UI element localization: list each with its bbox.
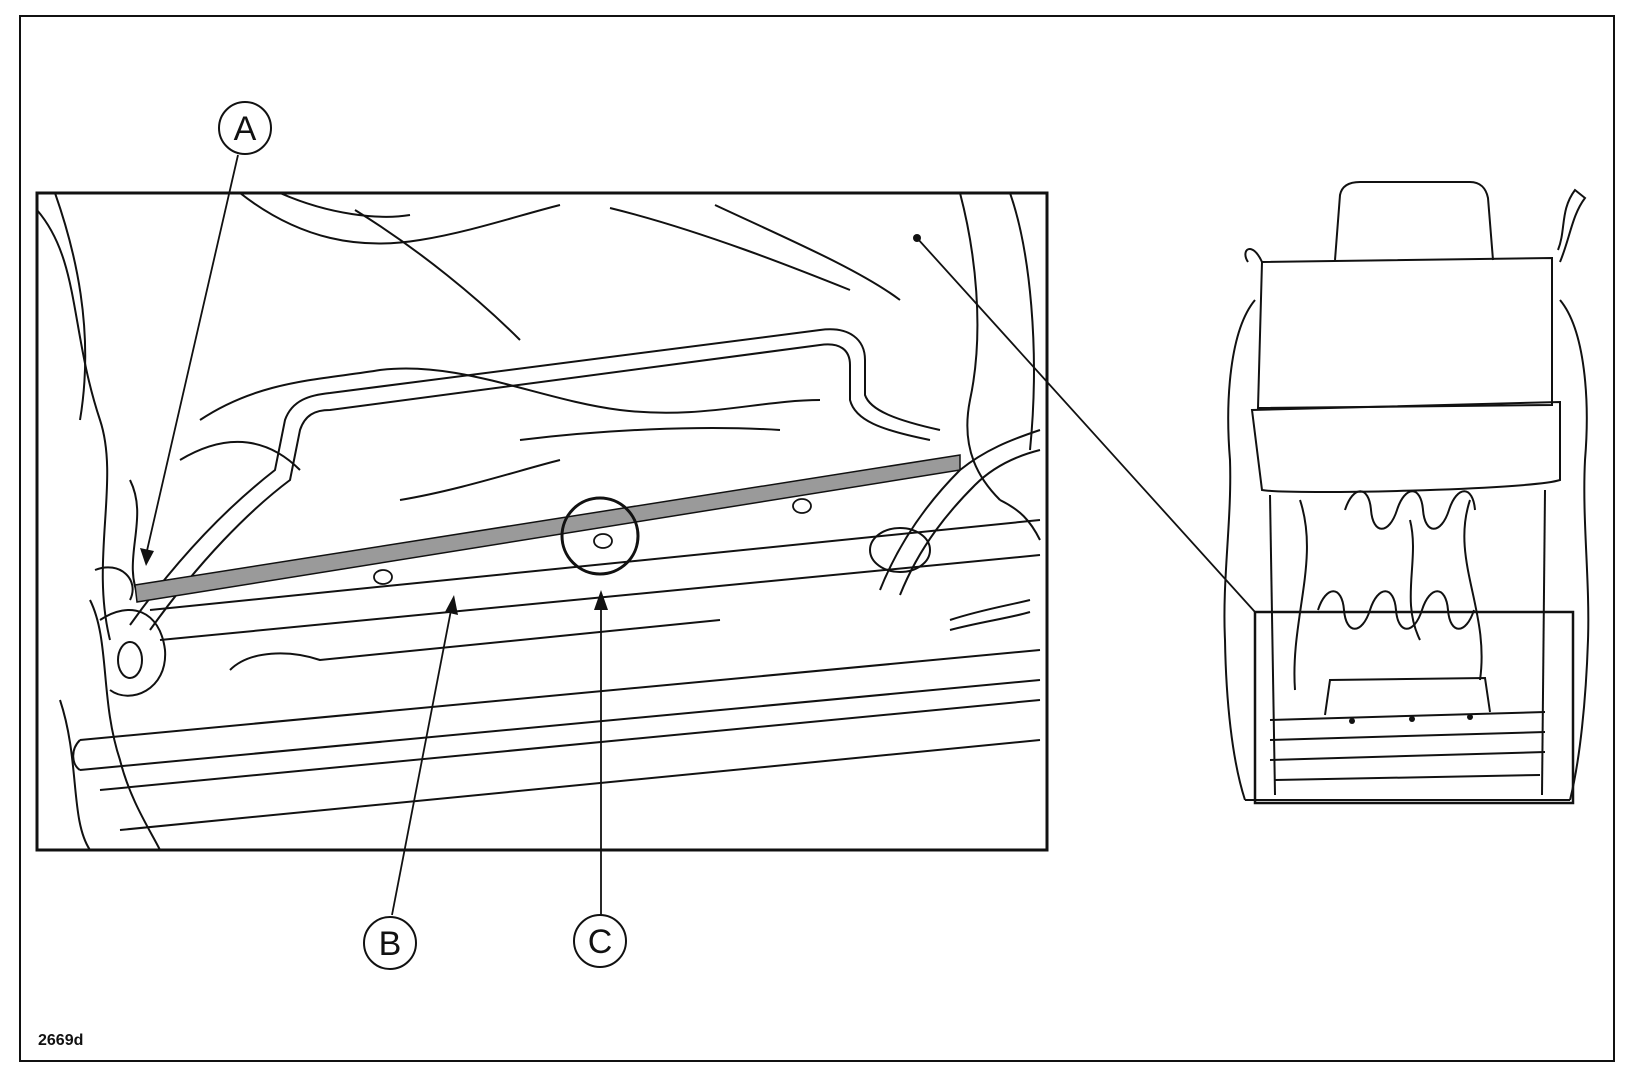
overview-highlight-box [1253, 610, 1575, 805]
overview-seat [1223, 181, 1590, 801]
leader-line [913, 234, 1256, 613]
callout-b-label: B [379, 925, 402, 963]
callout-c: C [573, 590, 627, 968]
figure-id-label: 2669d [38, 1032, 83, 1049]
overview-rail-holes [1349, 714, 1473, 724]
detail-circle-c [560, 496, 640, 576]
highlight-strip [134, 454, 961, 603]
callout-b: B [363, 595, 458, 970]
rail-hole [593, 533, 613, 549]
detail-frame [35, 191, 1049, 852]
callout-a-label: A [234, 110, 257, 148]
detail-view [35, 191, 1049, 852]
rail-hole [373, 569, 393, 585]
callout-c-label: C [588, 923, 613, 961]
page-border [19, 15, 1615, 1062]
rail-hole [792, 498, 812, 514]
callout-a: A [140, 101, 272, 566]
